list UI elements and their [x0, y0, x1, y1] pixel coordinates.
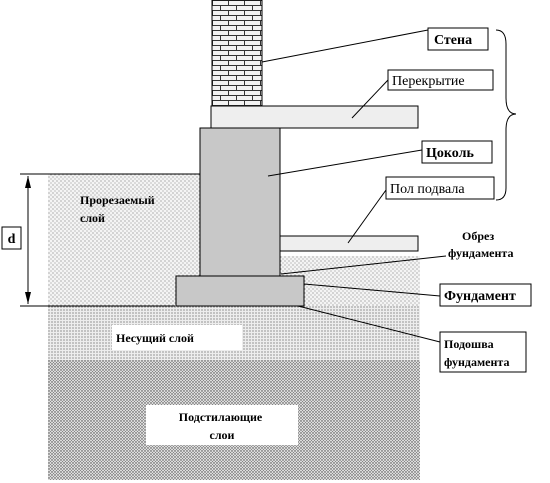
foundation-base-label-line2: фундамента [444, 355, 509, 369]
underlying-layers-label: Подстилающие слои [179, 410, 265, 442]
foundation-top-callout-label: Обрез фундамента [448, 229, 513, 260]
basement-floor-slab [279, 235, 419, 252]
bearing-layer-label: Несущий слой [116, 331, 194, 345]
foundation-callout-label: Фундамент [444, 289, 516, 304]
wall-callout-box [427, 27, 489, 51]
plinth-callout-box [421, 140, 493, 164]
foundation-footing [175, 275, 305, 307]
cut-soil-layer [48, 174, 200, 264]
foundation-top-label-line1: Обрез [462, 229, 494, 243]
foundation-callout-box [439, 283, 532, 307]
foundation-top-label-line2: фундамента [448, 246, 513, 260]
slab-callout-label: Перекрытие [392, 74, 465, 89]
underlying-layers-label-line2: слои [210, 428, 235, 442]
right-curly-brace [495, 29, 517, 201]
leader-lines [261, 29, 447, 343]
cut-layer-label-line2: слой [80, 211, 105, 225]
foundation-base-label-line1: Подошва [444, 337, 494, 351]
depth-arrow-top [25, 176, 31, 188]
slab-callout-box [387, 69, 494, 91]
basement-floor-callout-label: Пол подвала [390, 182, 465, 197]
depth-label-box [1, 226, 22, 250]
wall-callout-label: Стена [434, 33, 472, 48]
depth-label: d [8, 232, 16, 247]
basement-floor-callout-box [385, 176, 495, 200]
underlying-layers-label-line1: Подстилающие [179, 410, 263, 424]
bearing-layer-label-box [112, 325, 242, 350]
foundation-base-callout-box [439, 331, 527, 373]
cut-layer-label: Прорезаемый слой [80, 193, 158, 225]
cut-layer-label-line1: Прорезаемый [80, 193, 155, 207]
foundation-top-callout-box [446, 226, 526, 262]
underlying-layers-label-box [146, 405, 298, 445]
foundation-base-callout-label: Подошва фундамента [444, 337, 509, 369]
floor-slab [210, 105, 419, 129]
plinth-callout-label: Цоколь [426, 146, 474, 161]
brick-wall [211, 0, 263, 107]
depth-arrow-bottom [25, 292, 31, 304]
plinth-block [199, 127, 281, 277]
